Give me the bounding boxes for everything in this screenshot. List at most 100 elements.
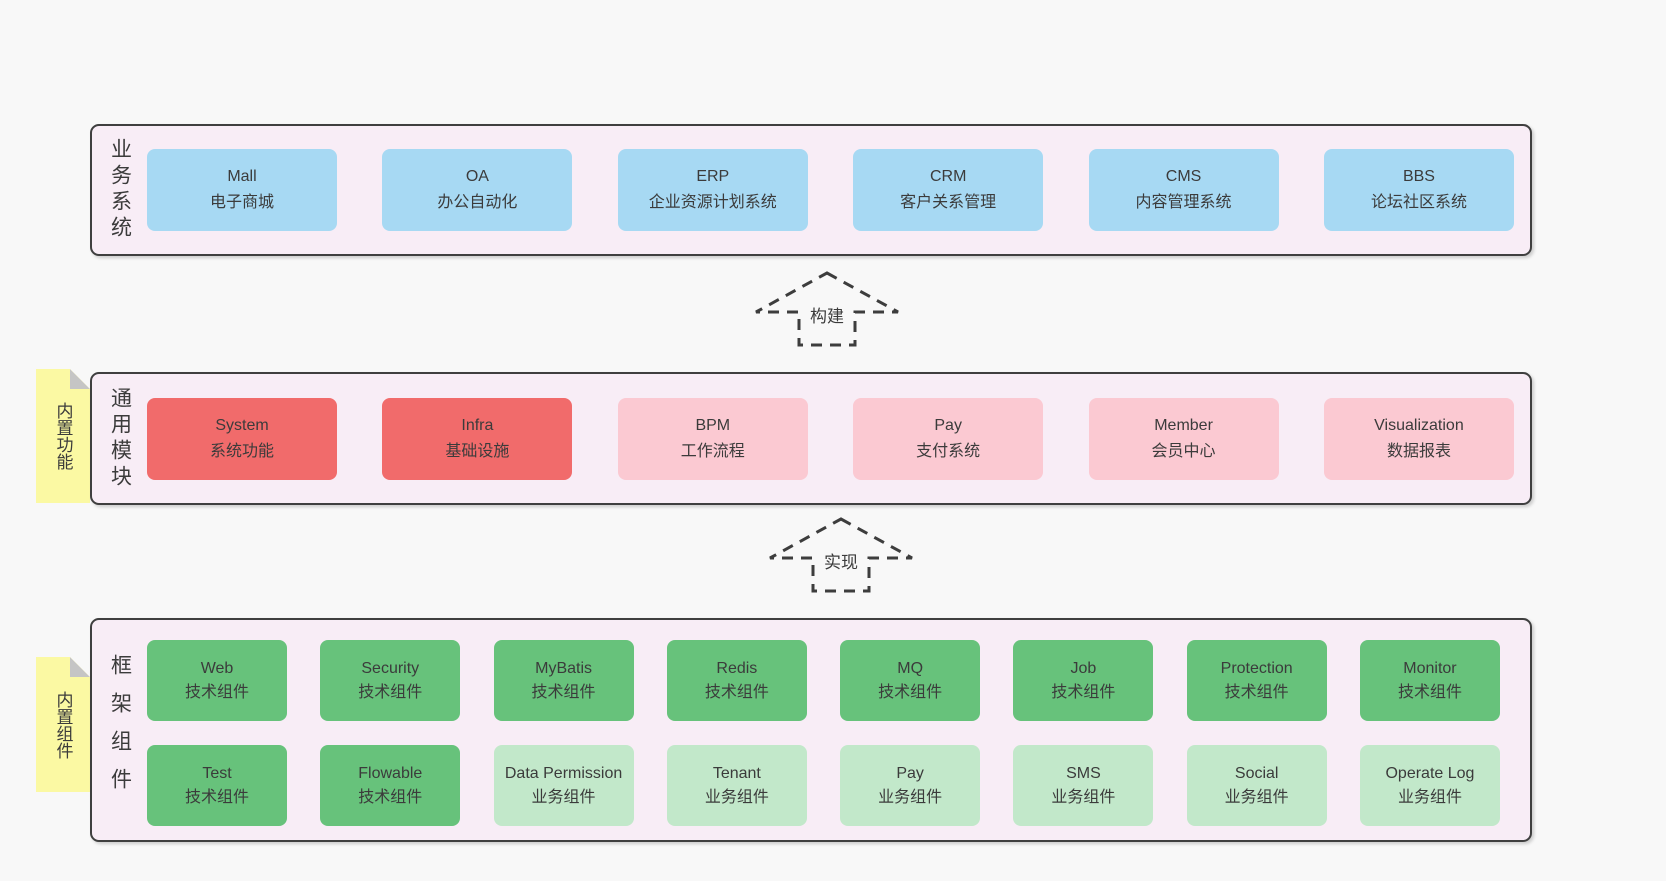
box-tenant: Tenant 业务组件 xyxy=(666,745,807,826)
box-data-permission: Data Permission 业务组件 xyxy=(493,745,634,826)
box-bpm: BPM 工作流程 xyxy=(617,397,808,480)
band-label-common-modules: 通用模块 xyxy=(108,386,132,491)
band-framework-components: 框架组件 Web 技术组件 Security 技术组件 MyBatis 技术组件… xyxy=(90,618,1532,842)
box-erp: ERP 企业资源计划系统 xyxy=(617,149,808,231)
box-name: Protection xyxy=(1220,659,1293,677)
box-name: Test xyxy=(202,764,232,782)
box-protection: Protection 技术组件 xyxy=(1186,640,1327,721)
box-oa: OA 办公自动化 xyxy=(382,149,573,231)
box-monitor: Monitor 技术组件 xyxy=(1359,640,1500,721)
box-name: Monitor xyxy=(1403,659,1457,677)
box-desc: 支付系统 xyxy=(916,442,981,460)
box-name: System xyxy=(215,416,269,434)
band-label-framework-components: 框架组件 xyxy=(108,654,132,806)
box-name: Operate Log xyxy=(1385,764,1475,782)
box-name: Security xyxy=(361,659,420,677)
box-name: ERP xyxy=(696,168,730,185)
box-test: Test 技术组件 xyxy=(147,745,287,826)
box-desc: 技术组件 xyxy=(184,683,249,701)
box-desc: 技术组件 xyxy=(1051,683,1116,701)
box-desc: 业务组件 xyxy=(1051,788,1116,806)
box-name: BBS xyxy=(1402,168,1435,185)
box-infra: Infra 基础设施 xyxy=(382,397,573,480)
box-desc: 论坛社区系统 xyxy=(1370,194,1467,211)
arrow-label-build: 构建 xyxy=(807,302,847,327)
box-social: Social 业务组件 xyxy=(1186,745,1327,826)
box-web: Web 技术组件 xyxy=(147,640,287,721)
band-common-modules: 通用模块 System 系统功能 Infra 基础设施 BPM 工作流程 Pay… xyxy=(90,372,1532,505)
box-redis: Redis 技术组件 xyxy=(666,640,807,721)
box-mybatis: MyBatis 技术组件 xyxy=(493,640,634,721)
box-name: Job xyxy=(1070,659,1097,677)
box-desc: 业务组件 xyxy=(1224,788,1289,806)
dashed-up-arrow-build: 构建 xyxy=(752,270,902,348)
box-desc: 企业资源计划系统 xyxy=(648,194,777,211)
box-name: MyBatis xyxy=(535,659,593,677)
box-name: Data Permission xyxy=(504,764,623,782)
box-desc: 技术组件 xyxy=(704,683,769,701)
box-crm: CRM 客户关系管理 xyxy=(853,149,1044,231)
box-desc: 内容管理系统 xyxy=(1135,194,1232,211)
box-name: Infra xyxy=(461,416,494,434)
box-name: Visualization xyxy=(1374,416,1464,434)
sticky-note-builtin-features: 内置功能 xyxy=(36,369,90,503)
box-name: MQ xyxy=(897,659,924,677)
box-name: CMS xyxy=(1165,168,1202,185)
box-visualization: Visualization 数据报表 xyxy=(1323,397,1514,480)
box-name: BPM xyxy=(695,416,731,434)
box-flowable: Flowable 技术组件 xyxy=(320,745,461,826)
box-name: Social xyxy=(1234,764,1279,782)
box-bbs: BBS 论坛社区系统 xyxy=(1323,149,1514,231)
box-desc: 客户关系管理 xyxy=(900,194,997,211)
box-desc: 基础设施 xyxy=(445,442,510,460)
box-name: Redis xyxy=(716,659,758,677)
box-name: Pay xyxy=(934,416,962,434)
box-job: Job 技术组件 xyxy=(1013,640,1154,721)
box-name: CRM xyxy=(929,168,967,185)
band-label-business-systems: 业务系统 xyxy=(108,138,132,242)
box-security: Security 技术组件 xyxy=(320,640,461,721)
box-name: Pay xyxy=(896,764,924,782)
box-sms: SMS 业务组件 xyxy=(1013,745,1154,826)
box-pay-component: Pay 业务组件 xyxy=(840,745,981,826)
box-system: System 系统功能 xyxy=(147,397,337,480)
box-desc: 工作流程 xyxy=(680,442,745,460)
box-name: Member xyxy=(1154,416,1213,434)
box-desc: 技术组件 xyxy=(878,683,943,701)
sticky-note-builtin-components: 内置组件 xyxy=(36,657,90,792)
folded-corner-icon xyxy=(70,657,90,677)
common-modules-boxes: System 系统功能 Infra 基础设施 BPM 工作流程 Pay 支付系统… xyxy=(147,374,1530,503)
box-desc: 业务组件 xyxy=(878,788,943,806)
box-pay-module: Pay 支付系统 xyxy=(853,397,1044,480)
box-mall: Mall 电子商城 xyxy=(147,149,337,231)
box-name: Tenant xyxy=(712,764,761,782)
box-name: OA xyxy=(465,168,489,185)
box-desc: 技术组件 xyxy=(358,788,423,806)
box-operate-log: Operate Log 业务组件 xyxy=(1359,745,1500,826)
box-desc: 业务组件 xyxy=(1397,788,1462,806)
box-desc: 办公自动化 xyxy=(437,194,518,211)
folded-corner-icon xyxy=(70,369,90,389)
box-name: Flowable xyxy=(358,764,423,782)
box-desc: 技术组件 xyxy=(1224,683,1289,701)
box-name: Mall xyxy=(227,168,257,185)
box-name: Web xyxy=(200,659,234,677)
band-business-systems: 业务系统 Mall 电子商城 OA 办公自动化 ERP 企业资源计划系统 CRM… xyxy=(90,124,1532,256)
box-desc: 系统功能 xyxy=(209,442,274,460)
sticky-label: 内置功能 xyxy=(53,402,73,470)
sticky-label: 内置组件 xyxy=(53,690,73,759)
box-desc: 技术组件 xyxy=(1397,683,1462,701)
dashed-up-arrow-implement: 实现 xyxy=(766,516,916,594)
arrow-label-implement: 实现 xyxy=(821,548,861,573)
box-desc: 业务组件 xyxy=(531,788,596,806)
box-mq: MQ 技术组件 xyxy=(840,640,981,721)
box-name: SMS xyxy=(1066,764,1101,782)
box-desc: 技术组件 xyxy=(358,683,423,701)
box-desc: 电子商城 xyxy=(209,194,274,211)
business-systems-boxes: Mall 电子商城 OA 办公自动化 ERP 企业资源计划系统 CRM 客户关系… xyxy=(147,126,1530,254)
box-member: Member 会员中心 xyxy=(1088,397,1279,480)
box-desc: 技术组件 xyxy=(184,788,249,806)
box-desc: 业务组件 xyxy=(704,788,769,806)
box-desc: 技术组件 xyxy=(531,683,596,701)
